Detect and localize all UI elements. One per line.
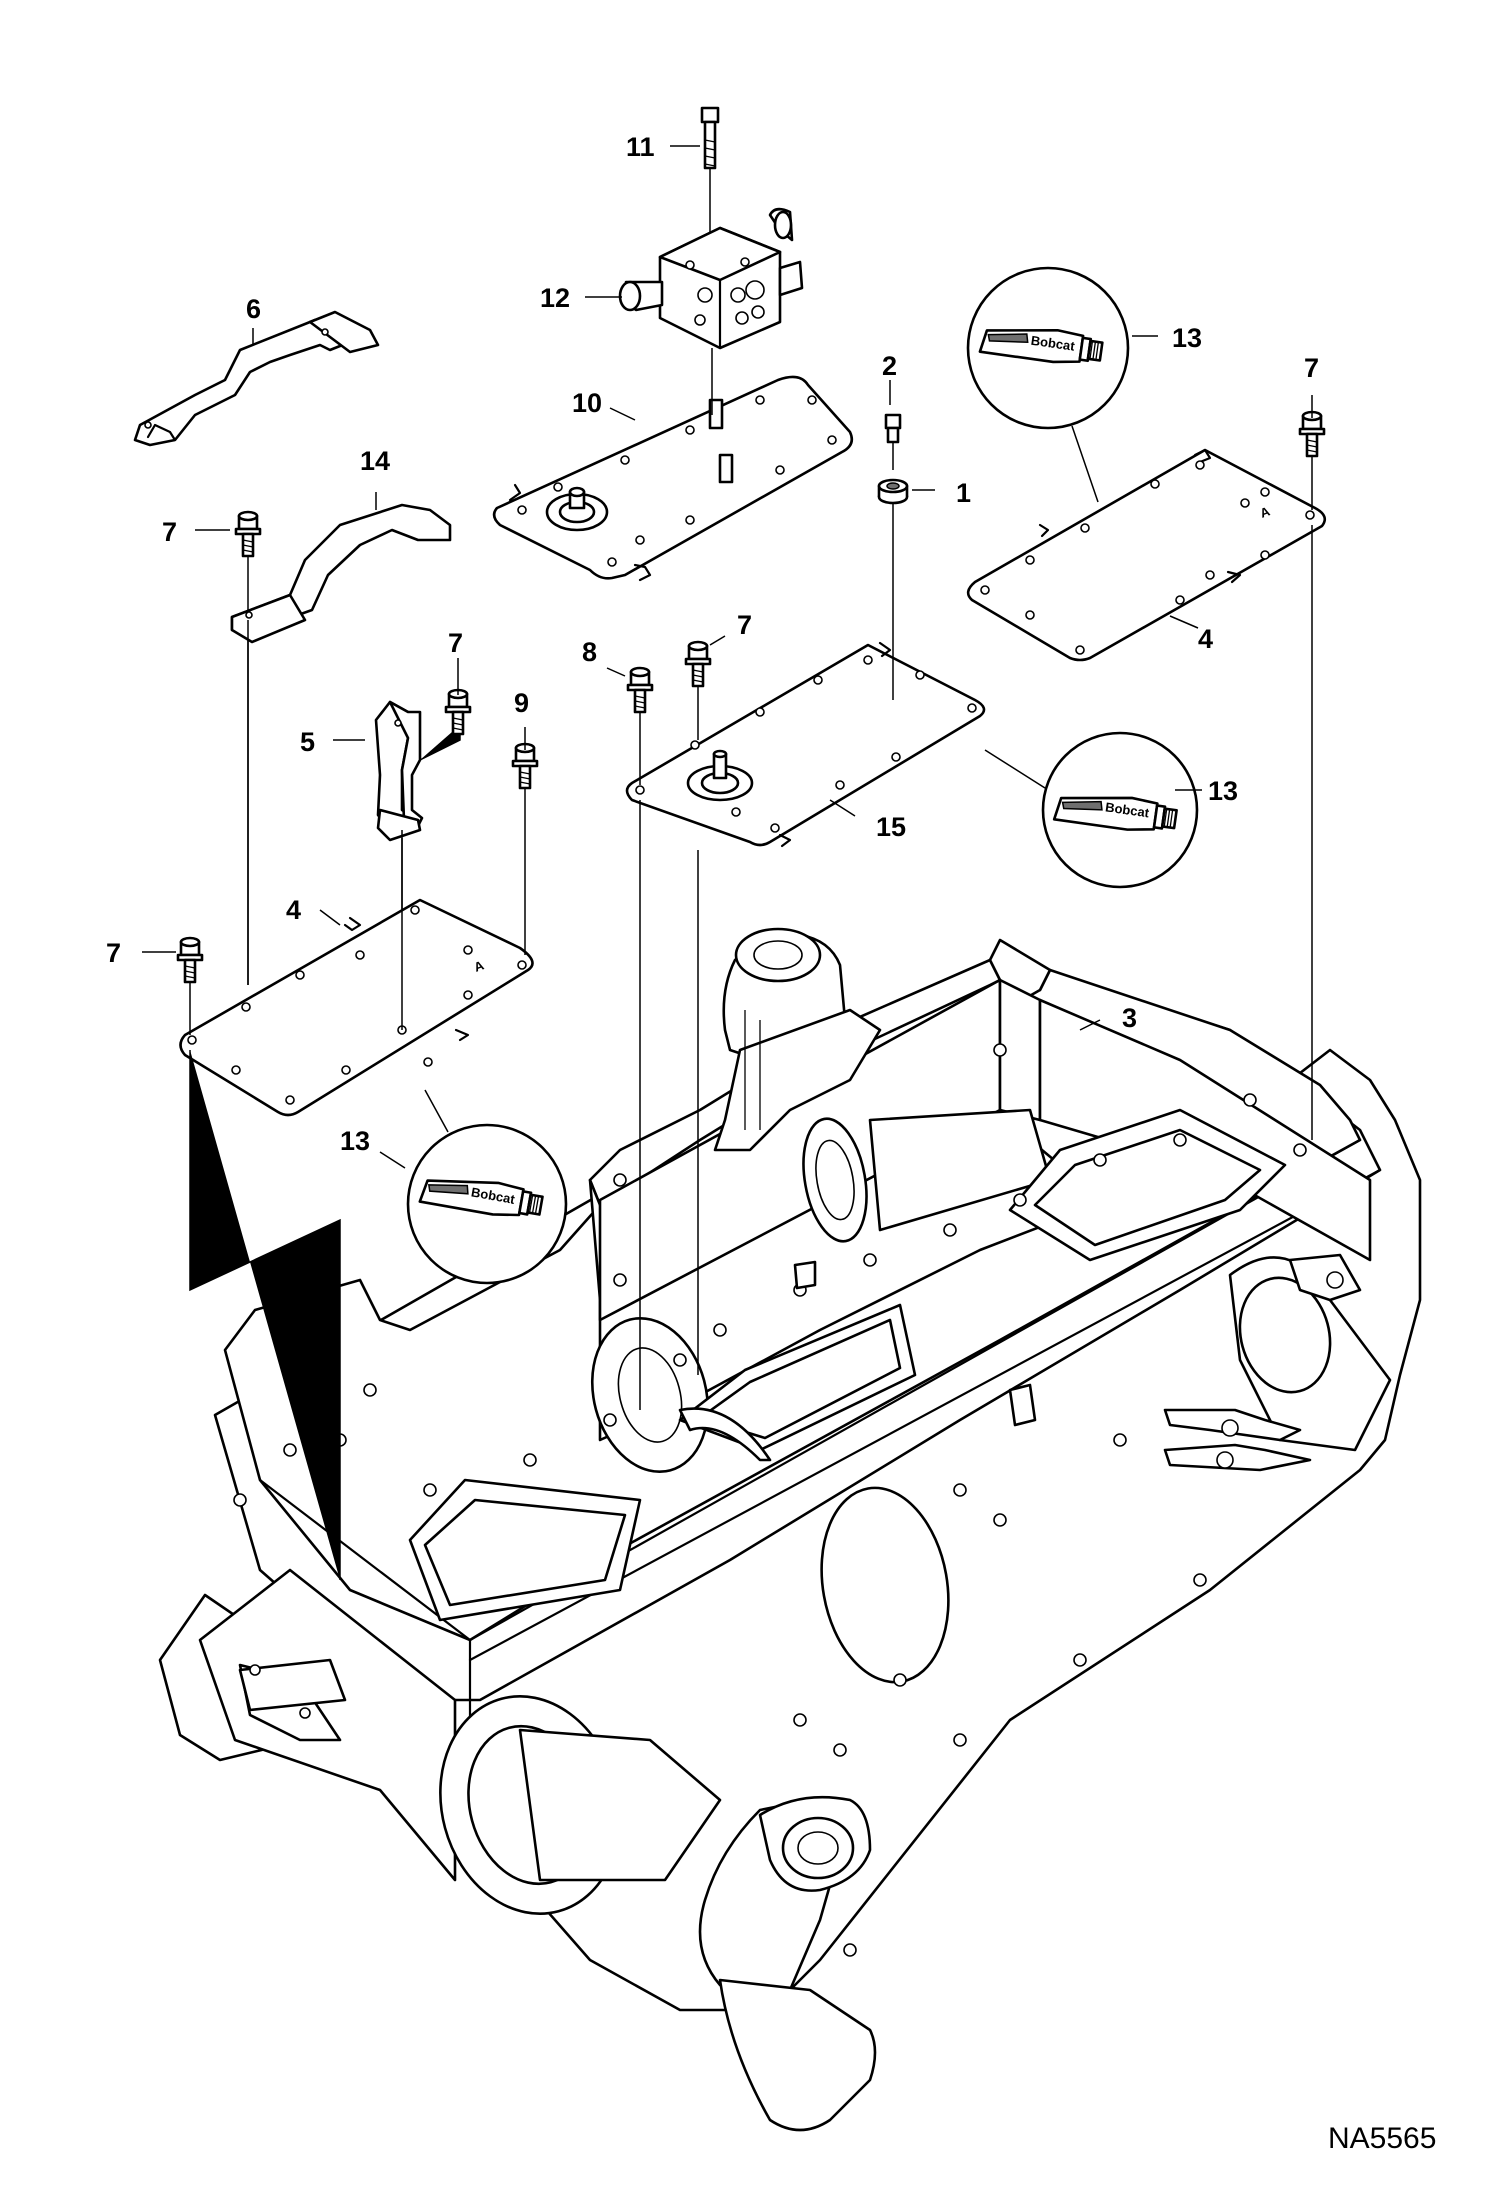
- callout-label: 8: [582, 637, 597, 667]
- valve-block-12: [618, 207, 804, 395]
- callout-label: 15: [876, 812, 906, 842]
- plate-15: [625, 641, 986, 848]
- bolt-8: [626, 666, 654, 785]
- washer-1: [877, 478, 909, 690]
- plate-4-left: A: [179, 898, 534, 1117]
- callout-label: 6: [246, 294, 261, 324]
- bolt-7-plate4-left: [176, 936, 204, 1035]
- long-bolt-11: [700, 106, 720, 218]
- grease-callout-circle-bottom: Bobcat: [406, 1089, 568, 1285]
- callout-label: 12: [540, 283, 570, 313]
- callout-label: 7: [162, 517, 177, 547]
- callout-label: 13: [1172, 323, 1202, 353]
- callout-label: 9: [514, 688, 529, 718]
- fitting-2: [884, 413, 902, 470]
- main-frame: [158, 927, 1422, 2132]
- grease-tube-label: Bobcat: [1030, 333, 1076, 354]
- plate-10: [492, 375, 854, 582]
- grease-tube-label: Bobcat: [1104, 799, 1150, 820]
- callout-leaders: [142, 145, 1313, 1169]
- callout-label: 5: [300, 727, 315, 757]
- callout-label: 4: [1198, 624, 1213, 654]
- drawing-reference: NA5565: [1328, 2122, 1436, 2155]
- callout-labels: 11 12 10 6 14 7 2 1 13 7 4 8 7 7 5 9 13 …: [106, 132, 1319, 1156]
- bolt-7-plate15: [684, 640, 712, 740]
- callout-label: 13: [340, 1126, 370, 1156]
- callout-label: 4: [286, 895, 301, 925]
- callout-label: 1: [956, 478, 971, 508]
- callout-label: 13: [1208, 776, 1238, 806]
- bolt-7-bracket5: [444, 688, 472, 736]
- grease-callout-circle-mid: Bobcat: [984, 731, 1199, 889]
- bracket-6: [133, 310, 380, 447]
- callout-label: 2: [882, 351, 897, 381]
- plate-4-right: A: [966, 448, 1327, 662]
- callout-label: 11: [626, 132, 655, 162]
- callout-label: 3: [1122, 1003, 1137, 1033]
- callout-label: 14: [360, 446, 390, 476]
- callout-label: 10: [572, 388, 602, 418]
- callout-label: 7: [448, 628, 463, 658]
- bolt-7-left-top: [234, 510, 262, 612]
- callout-label: 7: [106, 938, 121, 968]
- assembly-lines: [189, 218, 1313, 1580]
- bolt-9: [511, 742, 539, 955]
- bolt-7-right: [1298, 410, 1326, 510]
- grease-callout-circle-top: Bobcat: [966, 266, 1130, 503]
- callout-label: 7: [737, 610, 752, 640]
- callout-label: 7: [1304, 353, 1319, 383]
- bracket-5: [374, 700, 461, 1025]
